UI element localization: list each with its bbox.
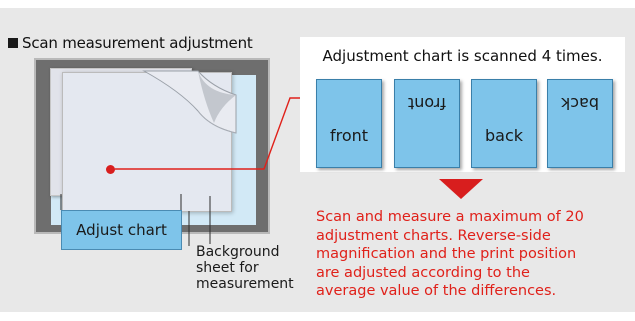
chart-card-back-flipped: back: [547, 79, 613, 168]
background-sheet-line-1: Background: [196, 244, 280, 260]
down-arrow-icon: [439, 179, 483, 199]
chart-card-front: front: [316, 79, 382, 168]
result-line-2: adjustment charts. Reverse-side: [316, 227, 551, 244]
adjust-chart-label: Adjust chart: [61, 210, 182, 250]
diagram-title: Scan measurement adjustment: [8, 34, 253, 52]
diagram-title-text: Scan measurement adjustment: [22, 34, 253, 52]
scan-sequence-box: Adjustment chart is scanned 4 times. fro…: [300, 37, 625, 172]
background-sheet-line-3: measurement: [196, 276, 294, 292]
page-curl-icon: [142, 70, 237, 134]
chart-card-front-flipped: front: [394, 79, 460, 168]
result-line-5: average value of the differences.: [316, 283, 557, 299]
scan-sequence-heading: Adjustment chart is scanned 4 times.: [322, 47, 603, 65]
background-sheet-label: Background sheet for measurement: [196, 244, 294, 292]
card-label: front: [407, 94, 447, 113]
marker-dot: [106, 165, 115, 174]
background-sheet-line-2: sheet for: [196, 260, 259, 276]
result-line-3: magnification and the print position: [316, 246, 577, 262]
card-label: front: [329, 126, 369, 145]
card-label: back: [560, 94, 600, 113]
result-line-1: Scan and measure a maximum of 20: [316, 209, 584, 225]
square-bullet-icon: [8, 38, 18, 48]
chart-card-back: back: [471, 79, 537, 168]
result-description: Scan and measure a maximum of 20 adjustm…: [316, 208, 584, 301]
card-label: back: [484, 126, 524, 145]
result-line-4: are adjusted according to the: [316, 264, 530, 281]
